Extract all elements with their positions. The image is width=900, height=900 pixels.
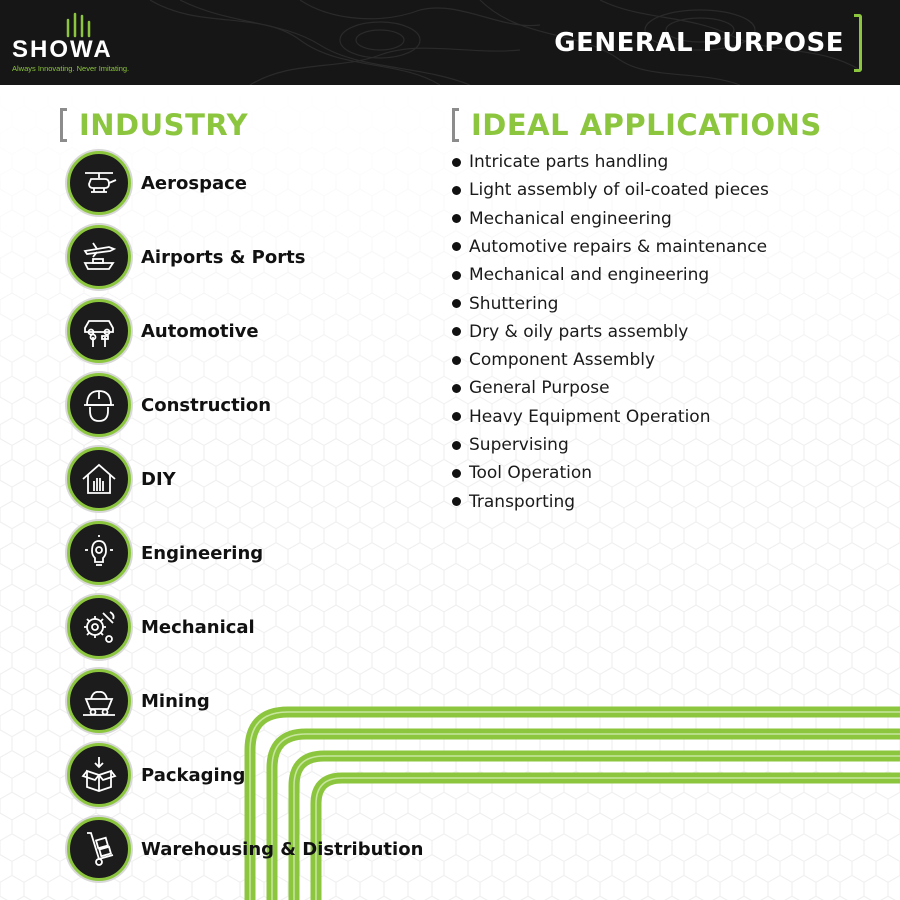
- showa-logo[interactable]: SHOWA Always Innovating. Never Imitating…: [12, 12, 152, 74]
- industry-title: INDUSTRY: [79, 108, 249, 142]
- applications-heading: IDEAL APPLICATIONS: [452, 108, 822, 142]
- car-tools-icon: [67, 299, 131, 363]
- application-label: General Purpose: [469, 378, 610, 399]
- heading-bracket: [60, 108, 67, 142]
- logo-tagline: Always Innovating. Never Imitating.: [12, 64, 130, 73]
- industry-label: Mining: [141, 690, 210, 712]
- industry-item-aerospace: Aerospace: [67, 151, 247, 215]
- industry-label: Airports & Ports: [141, 246, 306, 268]
- application-label: Mechanical engineering: [469, 208, 672, 229]
- list-item: Transporting: [452, 490, 575, 514]
- industry-item-automotive: Automotive: [67, 299, 259, 363]
- hard-hat-icon: [67, 373, 131, 437]
- application-label: Component Assembly: [469, 350, 656, 371]
- mine-cart-icon: [67, 669, 131, 733]
- industry-item-packaging: Packaging: [67, 743, 245, 807]
- bullet-icon: [452, 327, 461, 337]
- application-label: Heavy Equipment Operation: [469, 406, 711, 427]
- bullet-icon: [452, 497, 461, 507]
- header-bar: SHOWA Always Innovating. Never Imitating…: [0, 0, 900, 85]
- industry-item-warehousing-distribution: Warehousing & Distribution: [67, 817, 423, 881]
- industry-label: Warehousing & Distribution: [141, 838, 424, 860]
- application-label: Intricate parts handling: [469, 152, 669, 172]
- industry-label: Construction: [141, 394, 272, 416]
- hand-logo-icon: [66, 12, 91, 38]
- bullet-icon: [452, 270, 461, 280]
- heading-bracket: [452, 108, 459, 142]
- list-item: Mechanical and engineering: [452, 263, 709, 287]
- application-label: Mechanical and engineering: [469, 265, 710, 286]
- bullet-icon: [452, 355, 461, 365]
- list-item: Light assembly of oil-coated pieces: [452, 178, 769, 202]
- gear-wrench-icon: [67, 595, 131, 659]
- application-label: Shuttering: [469, 293, 559, 314]
- industry-item-diy: DIY: [67, 447, 176, 511]
- industry-label: Automotive: [141, 320, 259, 342]
- industry-item-airports-ports: Airports & Ports: [67, 225, 305, 289]
- bullet-icon: [452, 440, 461, 450]
- list-item: General Purpose: [452, 376, 610, 400]
- list-item: Mechanical engineering: [452, 207, 672, 231]
- bullet-icon: [452, 242, 461, 252]
- industry-heading: INDUSTRY: [60, 108, 248, 142]
- industry-item-mining: Mining: [67, 669, 210, 733]
- bullet-icon: [452, 468, 461, 478]
- bullet-icon: [452, 299, 461, 308]
- industry-label: Aerospace: [141, 172, 248, 194]
- hand-truck-icon: [67, 817, 131, 881]
- topographic-pattern: [149, 0, 861, 85]
- application-label: Dry & oily parts assembly: [469, 321, 689, 342]
- application-label: Supervising: [469, 435, 569, 455]
- bullet-icon: [452, 214, 461, 224]
- list-item: Tool Operation: [452, 461, 592, 485]
- industry-label: Mechanical: [141, 616, 255, 638]
- applications-title: IDEAL APPLICATIONS: [471, 108, 822, 142]
- industry-label: Packaging: [141, 764, 246, 786]
- industry-label: DIY: [141, 468, 176, 490]
- application-label: Tool Operation: [469, 463, 593, 484]
- list-item: Supervising: [452, 433, 569, 457]
- title-bracket: [854, 14, 862, 72]
- bullet-icon: [452, 185, 461, 195]
- helicopter-icon: [67, 151, 131, 215]
- application-label: Light assembly of oil-coated pieces: [469, 180, 769, 201]
- list-item: Dry & oily parts assembly: [452, 320, 688, 344]
- application-label: Automotive repairs & maintenance: [469, 236, 768, 257]
- list-item: Automotive repairs & maintenance: [452, 235, 767, 259]
- bullet-icon: [452, 412, 461, 422]
- bullet-icon: [452, 157, 461, 167]
- list-item: Heavy Equipment Operation: [452, 405, 710, 429]
- house-hand-icon: [67, 447, 131, 511]
- plane-ship-icon: [67, 225, 131, 289]
- page-title: GENERAL PURPOSE: [554, 28, 844, 58]
- hex-background: [0, 85, 900, 900]
- industry-item-engineering: Engineering: [67, 521, 263, 585]
- box-icon: [67, 743, 131, 807]
- lightbulb-gear-icon: [67, 521, 131, 585]
- industry-label: Engineering: [141, 542, 264, 564]
- list-item: Intricate parts handling: [452, 150, 668, 174]
- logo-wordmark: SHOWA: [12, 36, 113, 63]
- list-item: Shuttering: [452, 292, 558, 316]
- list-item: Component Assembly: [452, 348, 655, 372]
- industry-item-construction: Construction: [67, 373, 271, 437]
- bullet-icon: [452, 383, 461, 393]
- industry-item-mechanical: Mechanical: [67, 595, 255, 659]
- application-label: Transporting: [469, 491, 576, 512]
